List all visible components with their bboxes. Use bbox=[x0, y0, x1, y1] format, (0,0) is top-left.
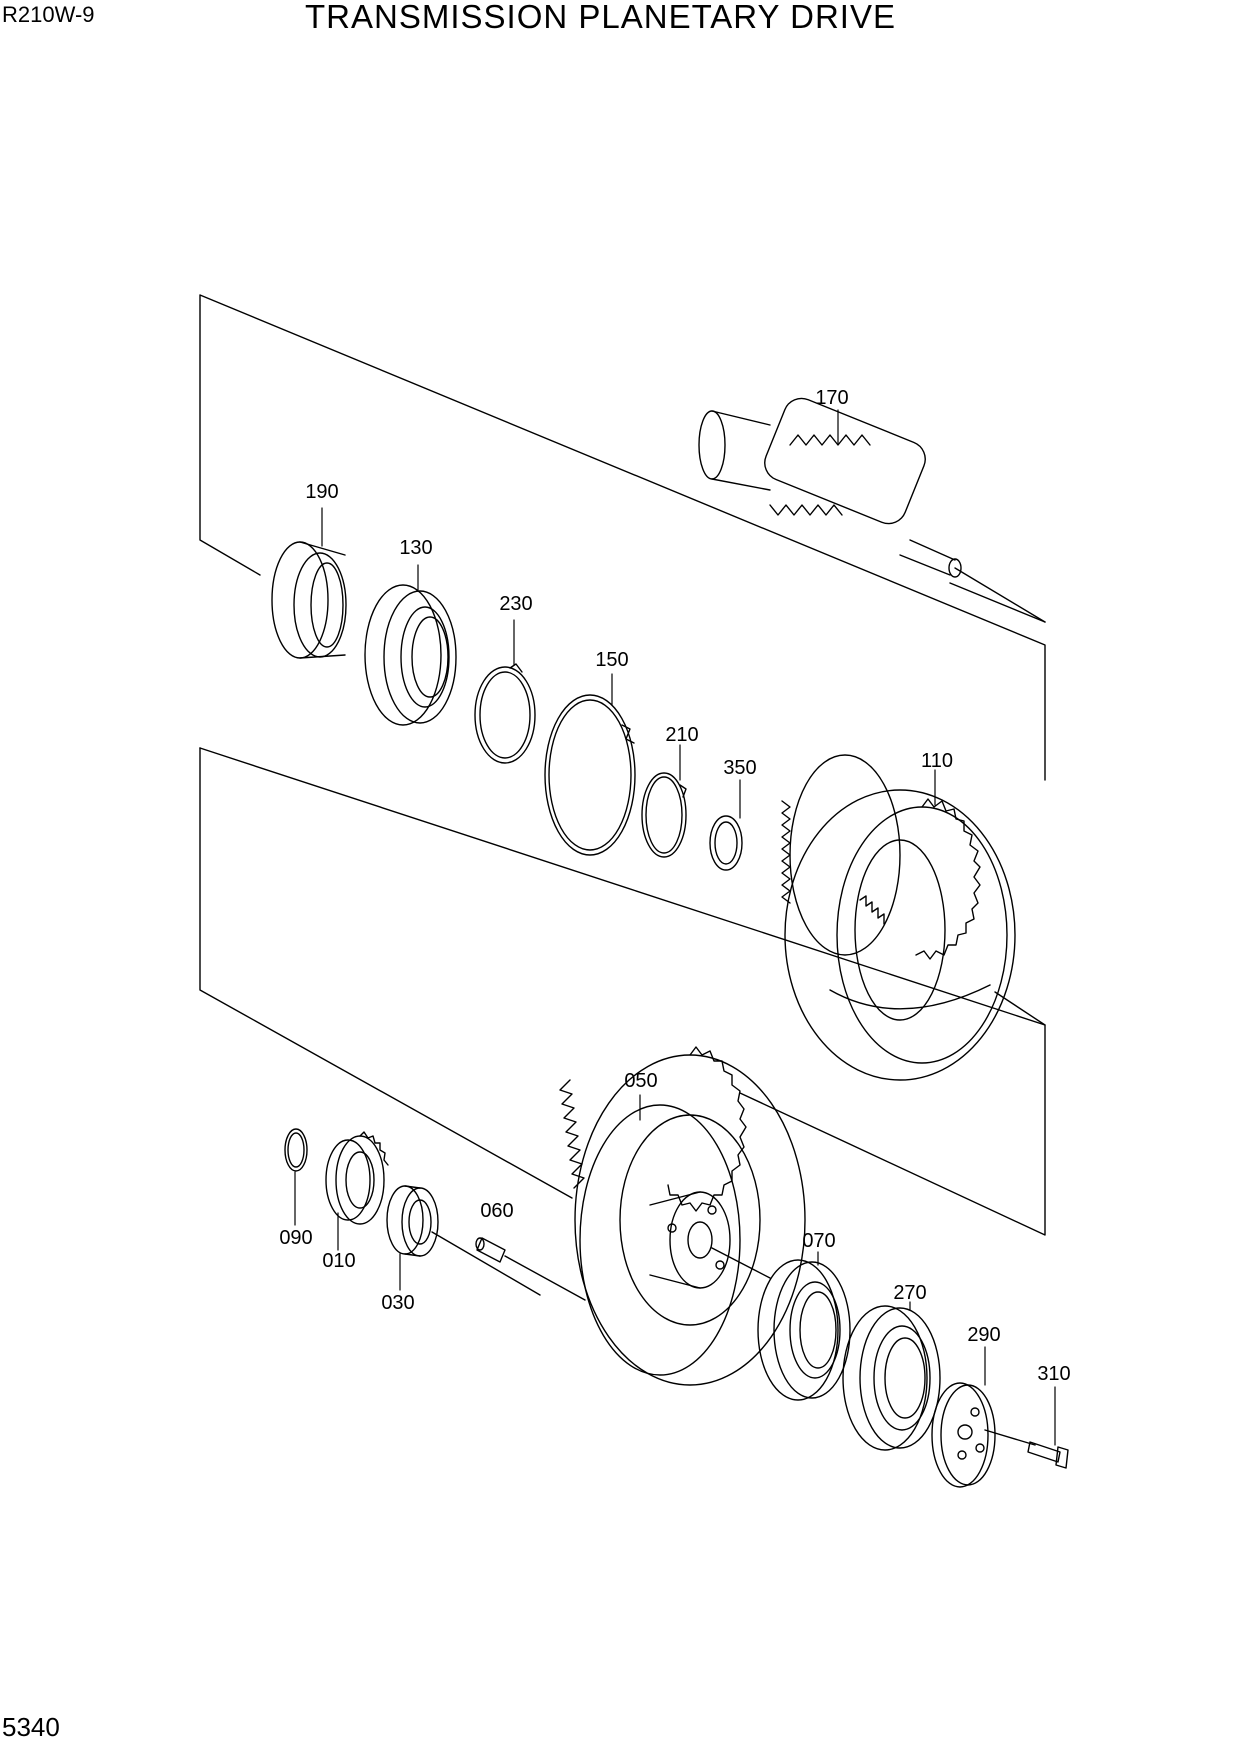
part-010-planet-gear[interactable] bbox=[325, 1131, 389, 1225]
callout-090: 090 bbox=[279, 1227, 313, 1249]
part-310-bolt[interactable] bbox=[1027, 1441, 1069, 1469]
page-number: 5340 bbox=[2, 1712, 60, 1742]
part-230-snap-ring[interactable] bbox=[474, 663, 536, 764]
callout-170: 170 bbox=[815, 387, 849, 409]
part-050-planet-carrier-gear[interactable] bbox=[559, 1046, 806, 1386]
part-150-retaining-ring[interactable] bbox=[544, 694, 636, 856]
part-210-snap-ring[interactable] bbox=[641, 772, 687, 858]
callout-060: 060 bbox=[480, 1200, 514, 1222]
callout-270: 270 bbox=[893, 1282, 927, 1304]
callout-130: 130 bbox=[399, 537, 433, 559]
part-130-ball-bearing[interactable] bbox=[364, 584, 457, 726]
callout-030: 030 bbox=[381, 1292, 415, 1314]
leader-lines bbox=[294, 409, 1056, 1446]
callout-190: 190 bbox=[305, 481, 339, 503]
part-290-disc[interactable] bbox=[931, 1382, 1036, 1488]
callout-230: 230 bbox=[499, 593, 533, 615]
part-190-bearing-sleeve[interactable] bbox=[271, 541, 347, 659]
callout-110: 110 bbox=[921, 750, 953, 772]
part-350-shim[interactable] bbox=[709, 815, 743, 871]
callout-150: 150 bbox=[595, 649, 629, 671]
part-090-snap-ring[interactable] bbox=[284, 1128, 308, 1172]
callout-290: 290 bbox=[967, 1324, 1001, 1346]
callout-050: 050 bbox=[624, 1070, 658, 1092]
part-060-pin[interactable] bbox=[475, 1237, 586, 1301]
callout-310: 310 bbox=[1037, 1363, 1071, 1385]
callout-210: 210 bbox=[665, 724, 699, 746]
upper-assembly-frame bbox=[199, 294, 1046, 781]
page-title: TRANSMISSION PLANETARY DRIVE bbox=[305, 0, 896, 35]
callout-350: 350 bbox=[723, 757, 757, 779]
part-070-ball-bearing[interactable] bbox=[757, 1259, 851, 1401]
callout-010: 010 bbox=[322, 1250, 356, 1272]
part-030-needle-bearing[interactable] bbox=[386, 1185, 541, 1296]
callout-070: 070 bbox=[802, 1230, 836, 1252]
part-110-ring-gear[interactable] bbox=[781, 754, 1016, 1081]
model-code: R210W-9 bbox=[2, 2, 95, 27]
part-170-shaft[interactable] bbox=[698, 393, 1046, 623]
part-270-ball-bearing[interactable] bbox=[842, 1305, 941, 1451]
